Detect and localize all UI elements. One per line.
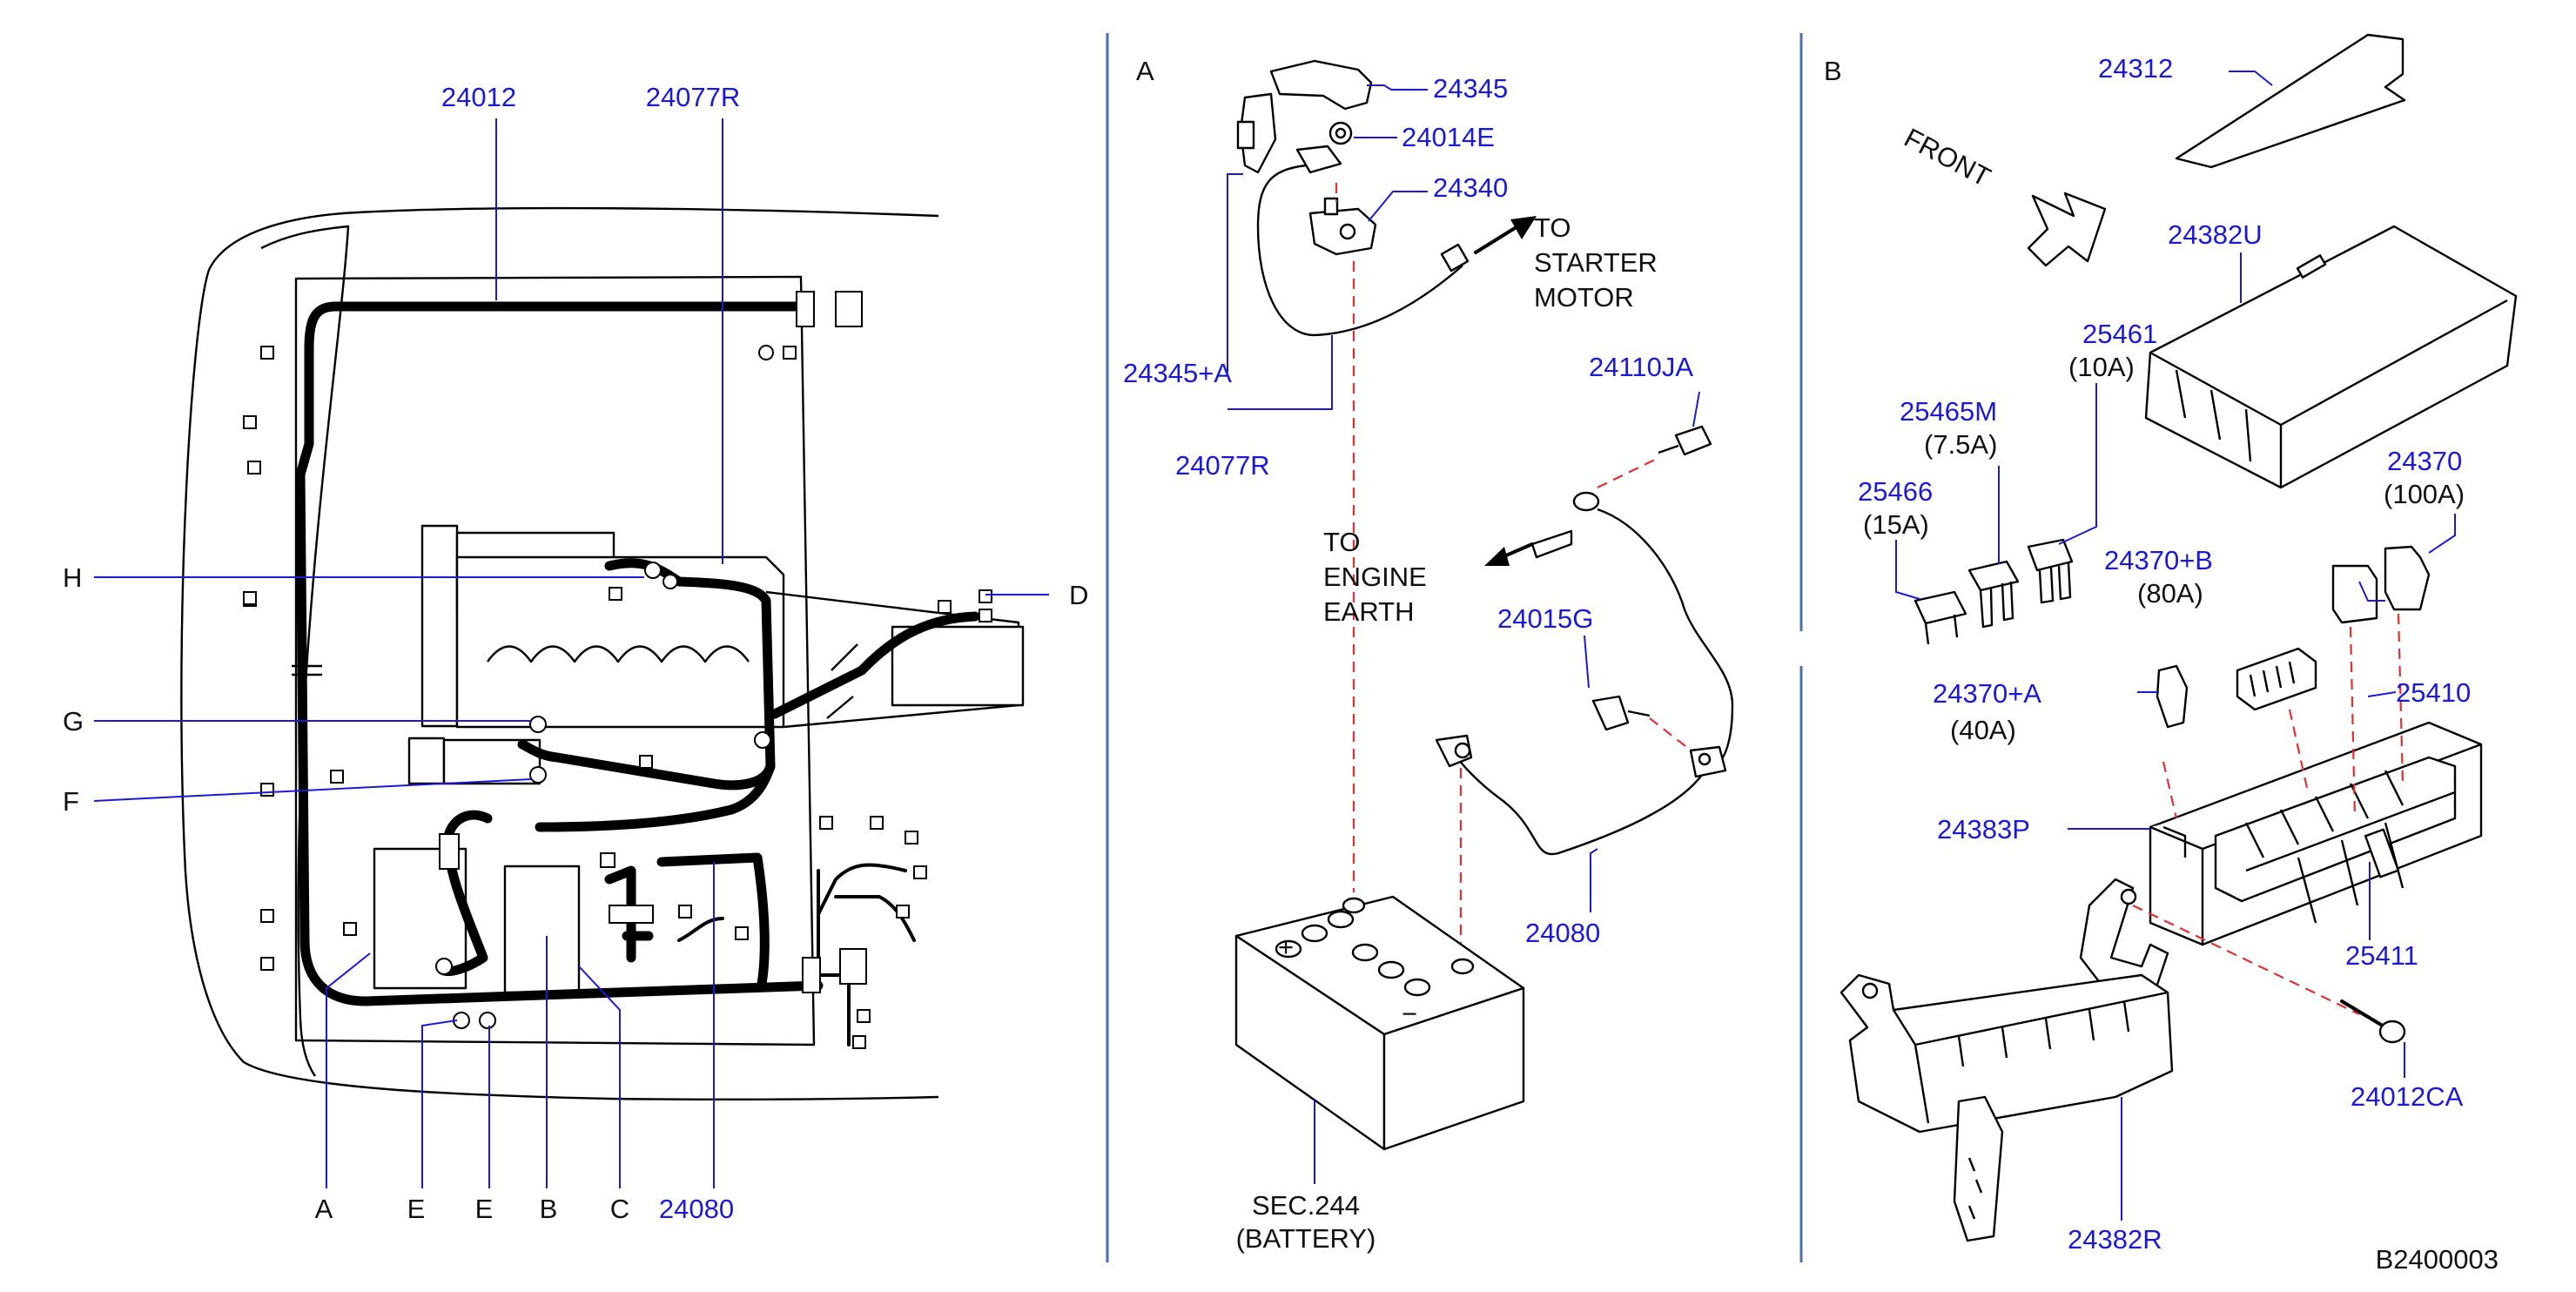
part-number-24382r: 24382R [2068,1224,2162,1255]
fuse-block [2149,721,2483,946]
panel-a-title: A [1136,56,1154,86]
part-number-24110ja: 24110JA [1589,352,1693,382]
battery-terminal-assembly [1236,59,1470,337]
part-number-24012ca: 24012CA [2351,1081,2464,1112]
label-sheet [2175,33,2406,169]
dashed-guide-fuse-b [2349,626,2357,819]
fuses [1914,538,2431,729]
part-number-24080-main: 24080 [659,1194,734,1224]
harness-branch-right [770,611,980,719]
bolt-24012ca [2340,999,2406,1044]
to-earth-arrowhead [1484,547,1510,566]
part-number-24012: 24012 [441,82,516,112]
rating-24370a: (40A) [1950,715,2016,745]
harness-break-marks [292,643,858,719]
rating-25465m: (7.5A) [1924,429,1997,460]
to-earth-line-3: EARTH [1323,596,1415,627]
to-earth-line-1: TO [1323,527,1361,557]
svg-text:−: − [1402,999,1417,1029]
engine-bay-outline [294,275,816,1046]
engine-room-harness-panel: 24012 24077R H G F D A E E B C 24080 [63,82,1088,1224]
battery-section-ref: SEC.244 [1252,1190,1360,1221]
engine-block [373,524,1025,994]
callout-a: A [315,1194,333,1224]
callout-e-right: E [475,1194,494,1224]
part-number-25461: 25461 [2082,319,2157,349]
to-starter-line-3: MOTOR [1534,282,1634,313]
front-direction-arrow [2027,192,2107,267]
callout-h: H [63,562,82,593]
diagram-code: B2400003 [2376,1244,2499,1275]
detail-panel-a: A [1123,56,1734,1254]
mounting-bracket [1840,878,2174,1242]
dashed-guide-fuse-c [2397,613,2404,784]
part-number-25466: 25466 [1858,476,1933,507]
to-starter-arrow [1474,226,1517,254]
rating-24370: (100A) [2384,479,2465,509]
rating-25461: (10A) [2068,352,2135,382]
panel-b-title: B [1824,56,1842,86]
main-leader-lines [93,118,1049,1188]
to-starter-line-2: STARTER [1534,247,1658,278]
earth-cable-assembly [1435,425,1734,958]
part-number-24370: 24370 [2387,446,2462,476]
svg-text:+: + [1278,932,1294,962]
part-number-24077r-a: 24077R [1175,450,1270,481]
dashed-guide-bolt [2132,905,2360,1015]
part-number-24014e: 24014E [1402,122,1495,152]
part-number-24370a: 24370+A [1933,678,2041,709]
harness-branch-lower [439,761,776,989]
to-earth-line-2: ENGINE [1323,562,1427,592]
part-number-24370b: 24370+B [2104,545,2213,575]
to-starter-arrowhead [1510,216,1537,239]
fuse-box-cover [2144,225,2518,489]
dashed-guide-fuse-a [2162,761,2178,819]
callout-f: F [63,786,79,817]
front-direction-label: FRONT [1900,122,1996,192]
detail-panel-b: B FRONT [1824,33,2518,1255]
part-number-24312: 24312 [2098,53,2173,84]
part-number-24015g: 24015G [1497,603,1593,634]
part-number-24383p: 24383P [1937,814,2030,845]
part-number-25465m: 25465M [1900,396,1997,427]
part-number-24340: 24340 [1433,172,1508,203]
vehicle-body-outline [180,206,939,1101]
panel-a-leader-lines [1227,84,1700,1184]
battery-label: (BATTERY) [1236,1223,1376,1254]
rating-24370b: (80A) [2137,578,2203,609]
rating-25466: (15A) [1863,509,1929,540]
part-number-24345a: 24345+A [1123,358,1232,388]
part-number-24077r: 24077R [646,82,741,112]
part-number-24382u: 24382U [2168,219,2263,250]
callout-b: B [540,1194,558,1224]
to-earth-arrow [1504,542,1534,557]
panel-b-leader-lines [1895,71,2456,1221]
fender-line [260,225,350,1077]
part-number-24345: 24345 [1433,73,1508,104]
callout-g: G [63,706,84,737]
battery: + − [1234,895,1525,1151]
part-number-25410: 25410 [2396,677,2471,708]
part-number-25411: 25411 [2345,940,2418,971]
callout-d: D [1069,580,1088,610]
main-harness-trunk [295,301,824,1006]
callout-c: C [610,1194,629,1224]
callout-e-left: E [407,1194,426,1224]
harness-connectors [243,291,992,1049]
to-starter-line-1: TO [1534,212,1571,243]
part-number-24080-a: 24080 [1525,918,1600,948]
harness-branch-engine [517,558,776,791]
dashed-guide-fuse-d [2288,709,2309,789]
